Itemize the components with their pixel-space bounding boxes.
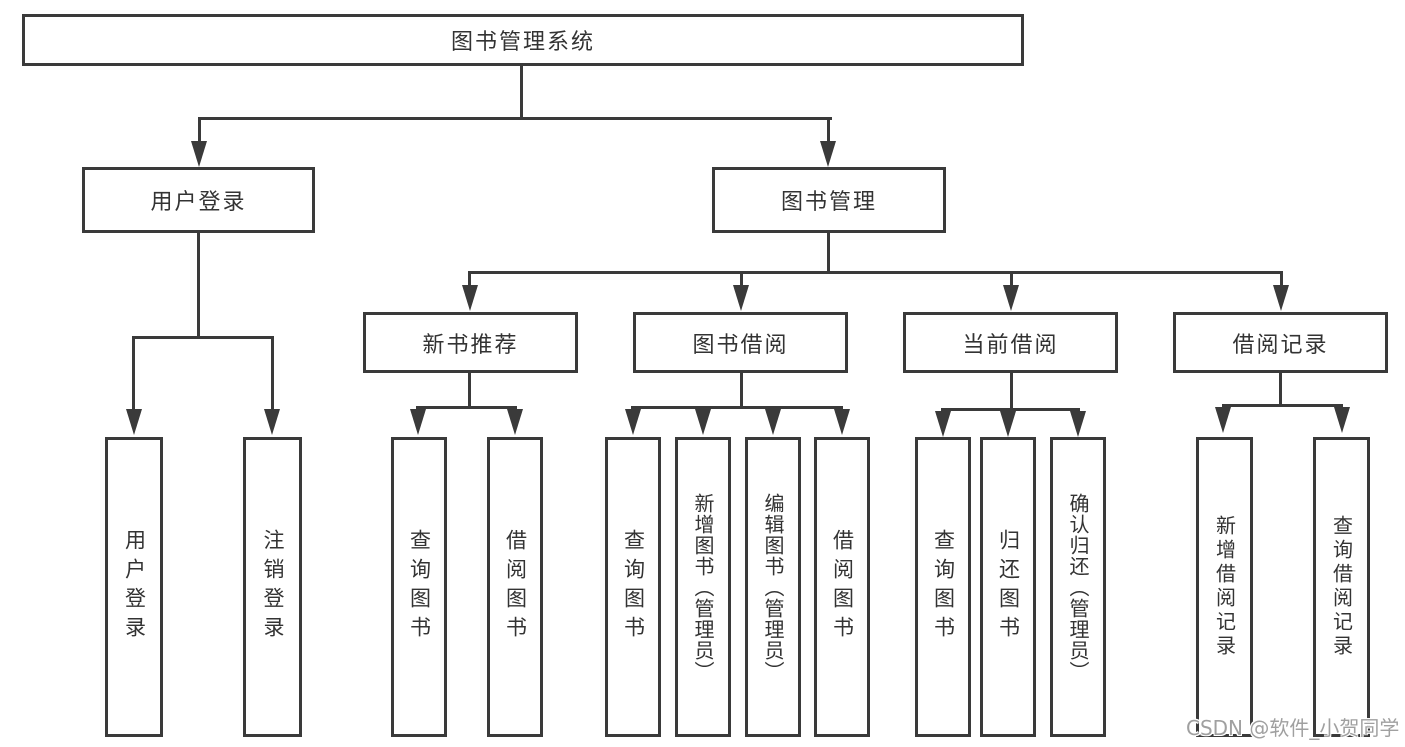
arrowhead-icon xyxy=(1273,285,1289,311)
node-user-login-label: 用户登录 xyxy=(150,190,247,215)
arrowhead-icon xyxy=(410,409,426,435)
arrowhead-icon xyxy=(264,409,280,435)
connector-root-stem xyxy=(520,66,523,119)
connector-user-login-stem xyxy=(197,233,200,338)
node-book-borrow-label: 图书借阅 xyxy=(692,332,789,358)
leaf-borrow-books-2: 借阅图书 xyxy=(814,437,870,737)
arrowhead-icon xyxy=(695,409,711,435)
connector-stem xyxy=(740,271,743,287)
node-book-management-label: 图书管理 xyxy=(780,190,877,215)
leaf-return-books-label: 归还图书 xyxy=(996,529,1021,645)
leaf-user-login-label: 用户登录 xyxy=(122,529,147,645)
arrowhead-icon xyxy=(191,141,207,167)
leaf-return-books: 归还图书 xyxy=(980,437,1036,737)
node-current-borrow-label: 当前借阅 xyxy=(962,332,1059,358)
leaf-query-books-2-label: 查询图书 xyxy=(621,529,646,645)
leaf-query-borrow-record-label: 查询借阅记录 xyxy=(1329,515,1354,659)
leaf-query-books-2: 查询图书 xyxy=(605,437,661,737)
arrowhead-icon xyxy=(1070,411,1086,437)
connector-current-borrow-stem xyxy=(1010,373,1013,411)
connector-stem xyxy=(132,336,135,410)
connector-new-book-stem xyxy=(468,373,471,409)
connector-stem xyxy=(198,117,201,143)
node-new-book-recommend: 新书推荐 xyxy=(363,312,578,373)
arrowhead-icon xyxy=(126,409,142,435)
arrowhead-icon xyxy=(1215,407,1231,433)
leaf-query-borrow-record: 查询借阅记录 xyxy=(1313,437,1370,737)
arrowhead-icon xyxy=(1003,285,1019,311)
arrowhead-icon xyxy=(935,411,951,437)
leaf-borrow-books-2-label: 借阅图书 xyxy=(830,529,855,645)
leaf-add-borrow-record: 新增借阅记录 xyxy=(1196,437,1253,737)
node-book-borrow: 图书借阅 xyxy=(633,312,848,373)
node-borrow-records-label: 借阅记录 xyxy=(1232,332,1329,358)
node-borrow-records: 借阅记录 xyxy=(1173,312,1388,373)
connector-level3-bus xyxy=(468,271,1283,274)
node-book-management: 图书管理 xyxy=(712,167,946,233)
node-current-borrow: 当前借阅 xyxy=(903,312,1118,373)
arrowhead-icon xyxy=(765,409,781,435)
leaf-add-books-admin-label: 新增图书（管理员） xyxy=(691,492,715,682)
leaf-user-login: 用户登录 xyxy=(105,437,163,737)
connector-book-management-stem xyxy=(827,233,830,274)
connector-stem xyxy=(271,336,274,410)
leaf-add-borrow-record-label: 新增借阅记录 xyxy=(1212,515,1237,659)
arrowhead-icon xyxy=(834,409,850,435)
leaf-edit-books-admin: 编辑图书（管理员） xyxy=(745,437,801,737)
leaf-confirm-return-admin: 确认归还（管理员） xyxy=(1050,437,1106,737)
arrowhead-icon xyxy=(625,409,641,435)
leaf-add-books-admin: 新增图书（管理员） xyxy=(675,437,731,737)
connector-stem xyxy=(1280,271,1283,287)
leaf-query-books-1-label: 查询图书 xyxy=(407,529,432,645)
arrowhead-icon xyxy=(507,409,523,435)
arrowhead-icon xyxy=(462,285,478,311)
connector-book-borrow-bus xyxy=(631,406,843,409)
node-new-book-recommend-label: 新书推荐 xyxy=(422,332,519,358)
node-root: 图书管理系统 xyxy=(22,14,1024,66)
connector-stem xyxy=(468,271,471,287)
leaf-query-books-3: 查询图书 xyxy=(915,437,971,737)
leaf-query-books-1: 查询图书 xyxy=(391,437,447,737)
arrowhead-icon xyxy=(820,141,836,167)
arrowhead-icon xyxy=(1334,407,1350,433)
connector-borrow-records-bus xyxy=(1222,404,1343,407)
node-root-label: 图书管理系统 xyxy=(450,30,595,55)
connector-current-borrow-bus xyxy=(941,408,1080,411)
node-user-login: 用户登录 xyxy=(82,167,315,233)
csdn-watermark: CSDN @软件_小贺同学 xyxy=(1186,716,1400,740)
connector-borrow-records-stem xyxy=(1279,373,1282,407)
leaf-logout-label: 注销登录 xyxy=(261,529,285,645)
connector-stem xyxy=(1010,271,1013,287)
leaf-logout: 注销登录 xyxy=(243,437,302,737)
arrowhead-icon xyxy=(733,285,749,311)
connector-stem xyxy=(827,117,830,143)
connector-user-login-bus xyxy=(132,336,274,339)
leaf-confirm-return-admin-label: 确认归还（管理员） xyxy=(1066,492,1090,682)
connector-book-borrow-stem xyxy=(740,373,743,409)
leaf-borrow-books-1: 借阅图书 xyxy=(487,437,543,737)
leaf-query-books-3-label: 查询图书 xyxy=(931,529,956,645)
leaf-edit-books-admin-label: 编辑图书（管理员） xyxy=(761,492,785,682)
leaf-borrow-books-1-label: 借阅图书 xyxy=(503,529,528,645)
arrowhead-icon xyxy=(1000,411,1016,437)
connector-new-book-bus xyxy=(416,406,517,409)
connector-level2-bus xyxy=(198,117,832,120)
